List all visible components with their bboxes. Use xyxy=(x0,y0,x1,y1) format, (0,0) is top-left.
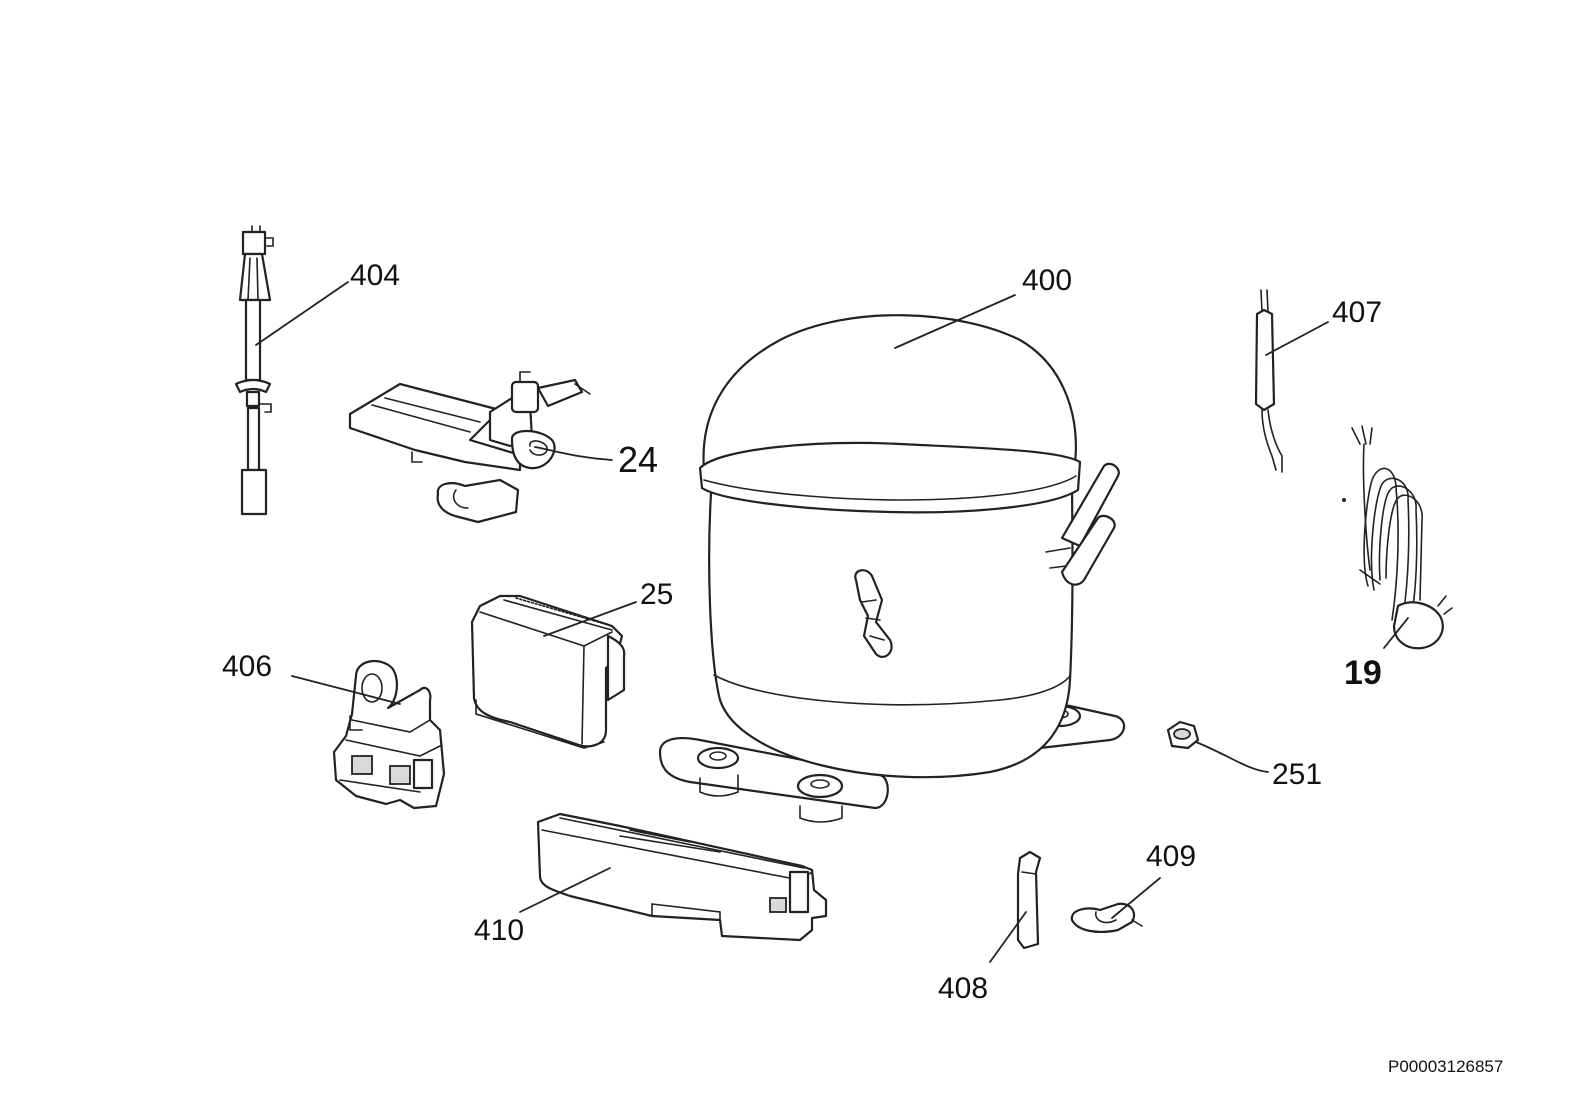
leader-408 xyxy=(989,911,1027,963)
part-19-power-cord xyxy=(1351,425,1453,650)
stray-mark xyxy=(1342,498,1346,502)
label-406: 406 xyxy=(222,650,272,683)
part-407-sensor xyxy=(1254,289,1283,473)
part-410-housing xyxy=(536,812,828,942)
label-407: 407 xyxy=(1332,296,1382,329)
label-19: 19 xyxy=(1344,654,1382,692)
leader-406 xyxy=(291,675,401,705)
part-24-bracket xyxy=(348,371,591,524)
leader-25 xyxy=(543,601,637,637)
leader-410 xyxy=(519,867,611,913)
label-404: 404 xyxy=(350,259,400,292)
part-400-compressor xyxy=(658,314,1126,823)
part-406-starter-relay xyxy=(332,659,446,810)
leader-24 xyxy=(534,446,613,461)
label-410: 410 xyxy=(474,914,524,947)
part-404-power-lead xyxy=(234,225,274,516)
leader-400 xyxy=(894,294,1016,349)
label-408: 408 xyxy=(938,972,988,1005)
drawing-code: P00003126857 xyxy=(1388,1057,1504,1076)
label-251: 251 xyxy=(1272,758,1322,791)
leader-407 xyxy=(1265,321,1329,356)
label-25: 25 xyxy=(640,578,673,611)
label-400: 400 xyxy=(1022,264,1072,297)
part-25-relay-cover xyxy=(470,594,626,749)
leader-251 xyxy=(1195,741,1269,773)
leader-19 xyxy=(1383,617,1409,649)
part-408-connector xyxy=(1016,850,1042,950)
part-251-nut xyxy=(1166,720,1200,750)
leader-404 xyxy=(255,281,349,346)
label-24: 24 xyxy=(618,439,658,480)
part-409-clip xyxy=(1070,902,1143,933)
leader-409 xyxy=(1111,877,1161,919)
label-409: 409 xyxy=(1146,840,1196,873)
